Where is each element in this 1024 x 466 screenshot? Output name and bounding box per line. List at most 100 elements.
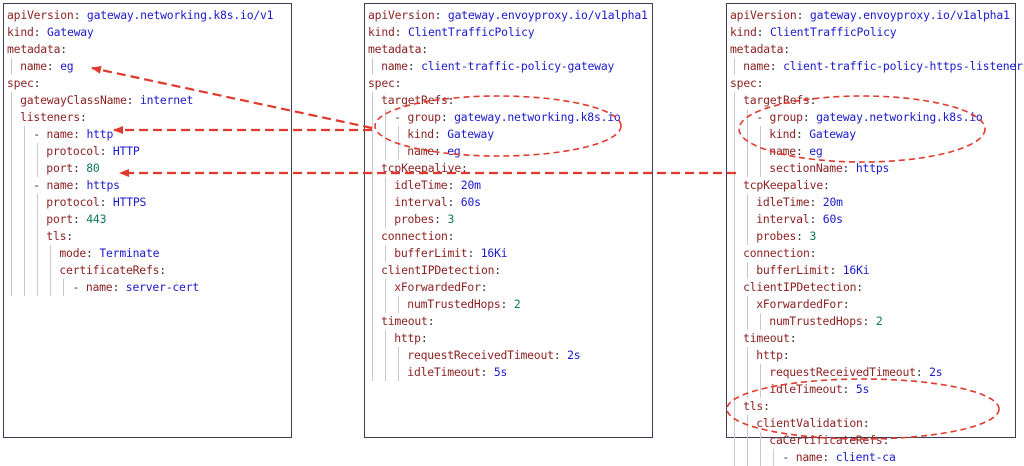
yaml-key: name (743, 59, 770, 73)
yaml-key: targetRefs (381, 93, 448, 107)
yaml-key: apiVersion (368, 8, 435, 22)
indent-guide (398, 296, 400, 313)
yaml-line: protocol: HTTPS (46, 194, 146, 211)
yaml-line: tls: (46, 228, 79, 245)
indent-guide (385, 194, 387, 211)
indent-guide (747, 109, 749, 126)
indent-guide (385, 211, 387, 228)
colon: : (480, 280, 495, 294)
indent-guide (747, 211, 749, 228)
yaml-key: bufferLimit (394, 246, 468, 260)
colon: : (66, 229, 80, 243)
indent-guide (734, 449, 735, 466)
indent-guide (734, 313, 735, 330)
yaml-line: probes: 3 (394, 211, 454, 228)
yaml-line: idleTime: 20m (394, 177, 481, 194)
indent-guide (734, 58, 735, 75)
yaml-value: client-traffic-policy-gateway (421, 59, 615, 73)
colon: : (809, 212, 823, 226)
yaml-key: probes (756, 229, 797, 243)
yaml-key: idleTimeout (407, 365, 481, 379)
yaml-value: 60s (460, 195, 481, 209)
yaml-line: listeners: (20, 109, 93, 126)
indent-guide (385, 364, 387, 381)
colon: : (915, 365, 930, 379)
indent-guide (760, 143, 762, 160)
indent-guide (372, 347, 373, 364)
indent-guide (372, 364, 373, 381)
indent-guide (385, 126, 387, 143)
yaml-line: apiVersion: gateway.envoyproxy.io/v1alph… (368, 7, 648, 24)
indent-guide (760, 126, 762, 143)
yaml-key: clientValidation (756, 416, 863, 430)
colon: : (447, 229, 461, 243)
yaml-value: 3 (447, 212, 455, 226)
yaml-line: - name: https (33, 177, 120, 194)
indent-guide (747, 228, 749, 245)
indent-guide (747, 160, 749, 177)
yaml-key: requestReceivedTimeout (407, 348, 554, 362)
yaml-key: kind (730, 25, 757, 39)
yaml-value: 443 (86, 212, 107, 226)
yaml-line: metadata: (7, 41, 74, 58)
indent-guide (372, 194, 373, 211)
indent-guide (63, 279, 65, 296)
colon: : (494, 263, 508, 277)
client-traffic-policy-gateway-yaml-panel: apiVersion: gateway.envoyproxy.io/v1alph… (364, 3, 653, 438)
indent-guide (11, 177, 12, 194)
yaml-key: requestReceivedTimeout (769, 365, 916, 379)
indent-guide (385, 279, 387, 296)
indent-guide (385, 296, 387, 313)
yaml-line: interval: 60s (756, 211, 843, 228)
indent-guide (24, 279, 26, 296)
yaml-key: connection (743, 246, 810, 260)
yaml-line: connection: (743, 245, 823, 262)
indent-guide (747, 347, 749, 364)
yaml-line: apiVersion: gateway.envoyproxy.io/v1alph… (730, 7, 1010, 24)
colon: : (72, 161, 87, 175)
colon: : (795, 127, 810, 141)
colon: : (159, 263, 173, 277)
indent-guide (11, 143, 12, 160)
yaml-key: name (46, 127, 74, 141)
yaml-key: name (85, 280, 113, 294)
colon: : (763, 399, 777, 413)
yaml-line: kind: ClientTrafficPolicy (368, 24, 535, 41)
yaml-key: name (407, 144, 434, 158)
yaml-value: gateway.networking.k8s.io/v1 (86, 8, 274, 22)
yaml-value: 5s (855, 382, 870, 396)
colon: : (862, 314, 876, 328)
yaml-line: clientIPDetection: (743, 279, 870, 296)
indent-guide (24, 177, 26, 194)
indent-guide (398, 347, 400, 364)
indent-guide (24, 228, 26, 245)
indent-guide (37, 211, 39, 228)
list-dash: - (394, 110, 408, 124)
yaml-key: metadata (7, 42, 61, 56)
yaml-key: interval (756, 212, 810, 226)
colon: : (467, 246, 481, 260)
yaml-key: name (20, 59, 47, 73)
yaml-key: name (795, 450, 823, 464)
yaml-value: 2 (513, 297, 521, 311)
yaml-key: metadata (368, 42, 422, 56)
yaml-line: spec: (730, 75, 770, 92)
colon: : (72, 212, 87, 226)
indent-guide (37, 194, 39, 211)
indent-guide (372, 262, 373, 279)
indent-guide (734, 381, 735, 398)
indent-guide (734, 279, 735, 296)
colon: : (80, 110, 94, 124)
colon: : (126, 93, 140, 107)
yaml-key: port (46, 161, 73, 175)
colon: : (500, 297, 514, 311)
yaml-line: xForwardedFor: (394, 279, 494, 296)
client-traffic-policy-https-listener-yaml-panel: apiVersion: gateway.envoyproxy.io/v1alph… (726, 3, 1023, 466)
yaml-line: - name: http (33, 126, 113, 143)
yaml-value: client-traffic-policy-https-listener (783, 59, 1023, 73)
yaml-key: xForwardedFor (756, 297, 843, 311)
yaml-key: numTrustedHops (407, 297, 501, 311)
indent-guide (372, 58, 373, 75)
indent-guide (11, 279, 12, 296)
indent-guide (11, 194, 12, 211)
